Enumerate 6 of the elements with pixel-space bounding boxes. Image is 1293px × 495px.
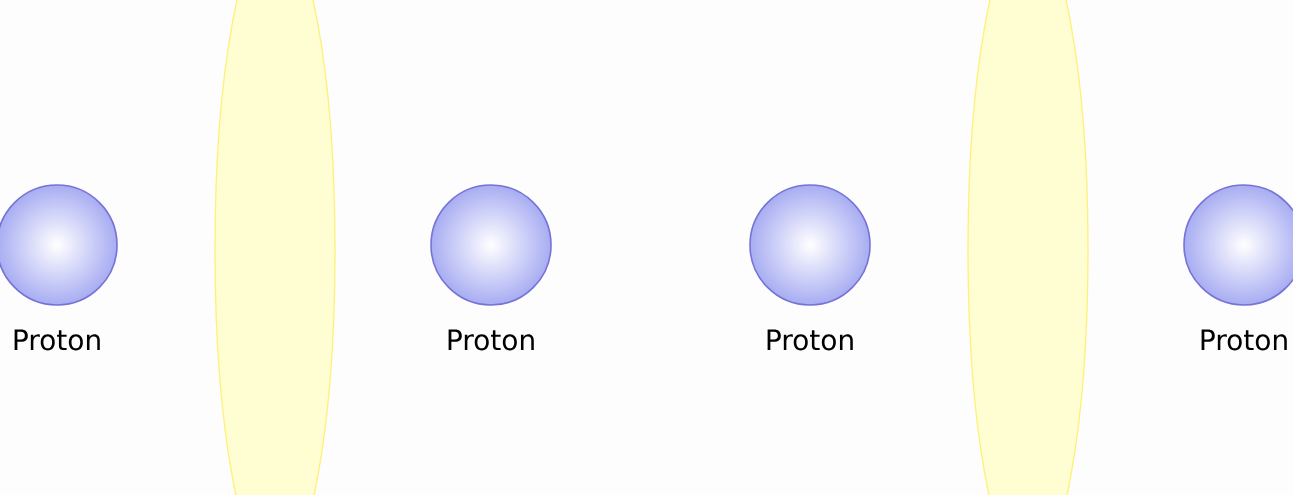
lens-ellipse [214,0,336,495]
proton-label: Proton [767,329,853,351]
proton-label: Proton [1201,329,1287,351]
lens-ellipse [967,0,1089,495]
proton-label: Proton [14,329,100,351]
proton-label: Proton [448,329,534,351]
